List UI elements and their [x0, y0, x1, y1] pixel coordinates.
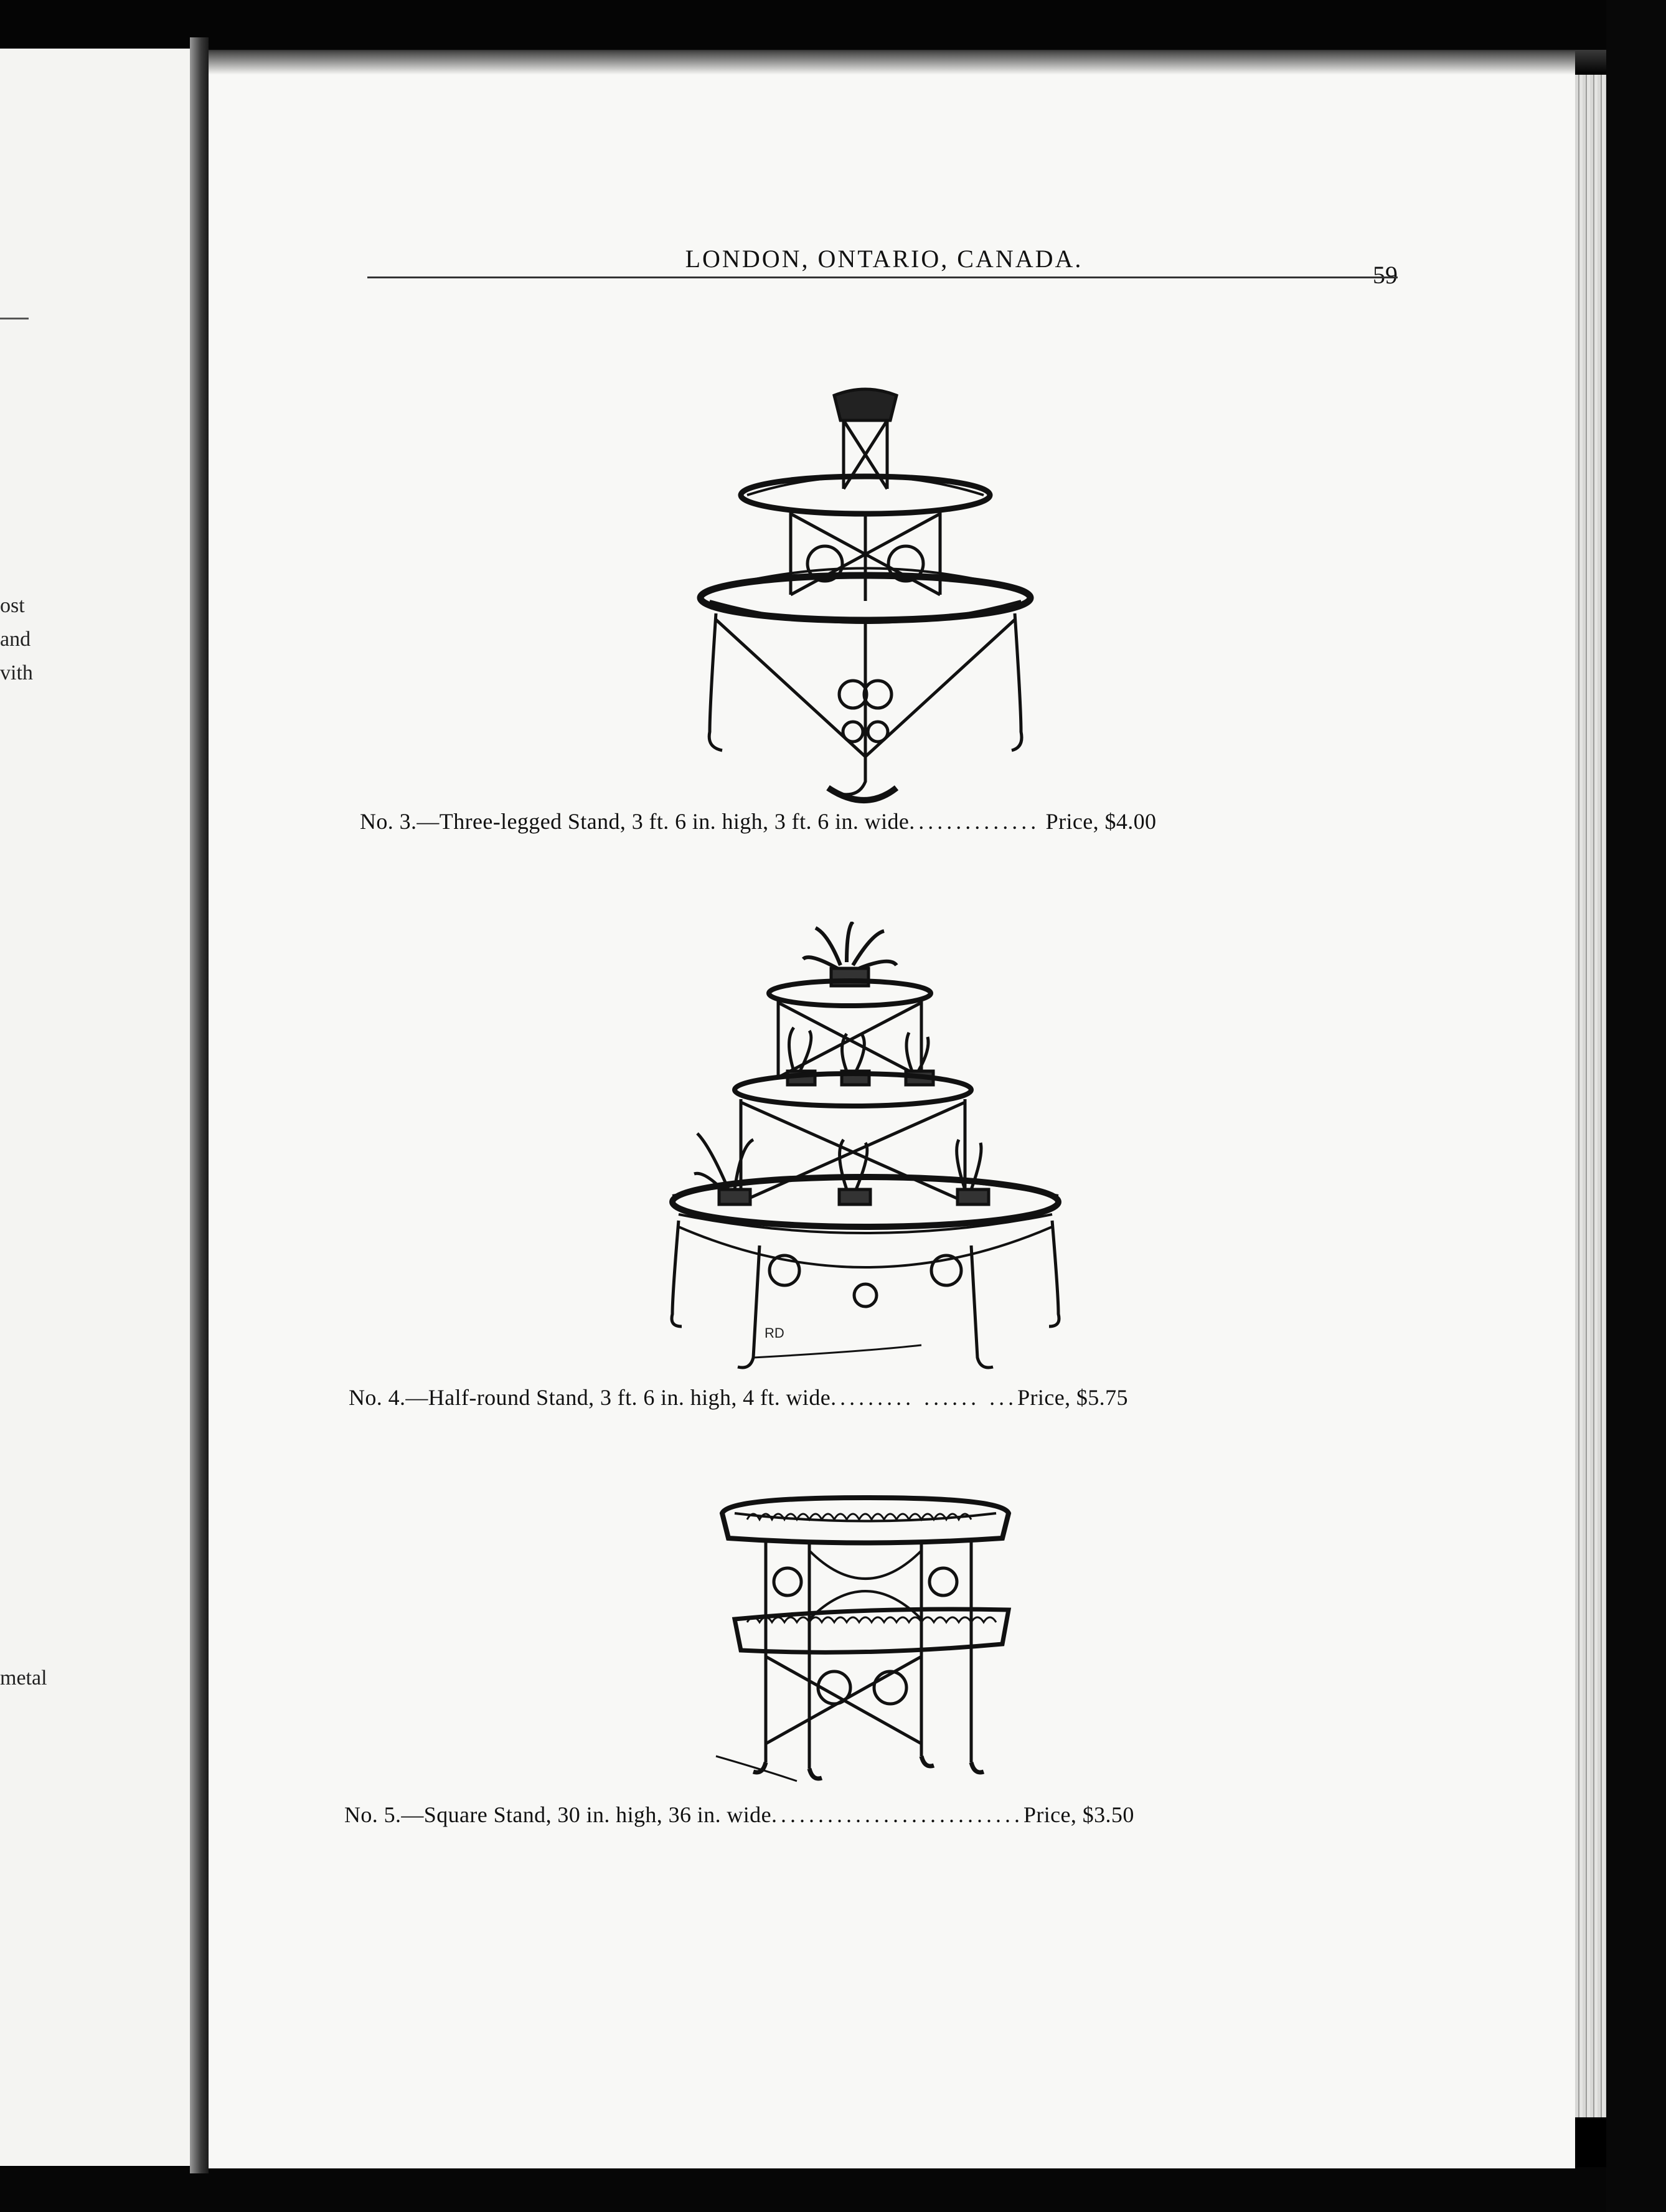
- item-price: Price, $4.00: [1045, 809, 1157, 834]
- header-rule: [367, 276, 1398, 278]
- item-caption: No. 4.—Half-round Stand, 3 ft. 6 in. hig…: [349, 1384, 1128, 1411]
- left-page-fragment: and: [0, 628, 31, 651]
- item-price: Price, $5.75: [1017, 1385, 1128, 1410]
- square-stand-illustration: [710, 1495, 1021, 1787]
- dot-leader: ......... ...... ...: [831, 1385, 1018, 1410]
- left-page-fragment: metal: [0, 1666, 47, 1690]
- page-stack-edges: [1575, 75, 1606, 2117]
- item-caption: No. 3.—Three-legged Stand, 3 ft. 6 in. h…: [360, 808, 1156, 834]
- left-page-rule: [0, 318, 29, 319]
- scanner-frame-right: [1606, 0, 1666, 2212]
- book-gutter: [190, 37, 209, 2173]
- half-round-stand-illustration: RD: [660, 922, 1071, 1376]
- item-description: .—Half-round Stand, 3 ft. 6 in. high, 4 …: [400, 1385, 831, 1410]
- item-number: No. 5.: [344, 1802, 402, 1827]
- item-description: —Square Stand, 30 in. high, 36 in. wide: [401, 1802, 771, 1827]
- scanner-frame-top: [0, 0, 1666, 50]
- page-number: 59: [1373, 261, 1398, 289]
- illustrator-mark: RD: [765, 1325, 784, 1341]
- scanner-frame-bottom: [0, 2167, 1666, 2212]
- item-number: No. 4: [349, 1385, 400, 1410]
- item-caption: No. 5.—Square Stand, 30 in. high, 36 in.…: [344, 1802, 1134, 1828]
- three-legged-stand-illustration: [691, 383, 1040, 806]
- running-head: LONDON, ONTARIO, CANADA.: [685, 245, 1083, 273]
- dot-leader: ...........................: [771, 1802, 1024, 1827]
- dot-leader: ..............: [909, 809, 1040, 834]
- left-facing-page: ost and vith metal: [0, 49, 190, 2166]
- item-number: No. 3.: [360, 809, 417, 834]
- left-page-fragment: vith: [0, 661, 33, 684]
- item-price: Price, $3.50: [1023, 1802, 1134, 1827]
- page-top-shadow: [209, 50, 1606, 75]
- item-description: —Three-legged Stand, 3 ft. 6 in. high, 3…: [416, 809, 910, 834]
- left-page-fragment: ost: [0, 594, 25, 617]
